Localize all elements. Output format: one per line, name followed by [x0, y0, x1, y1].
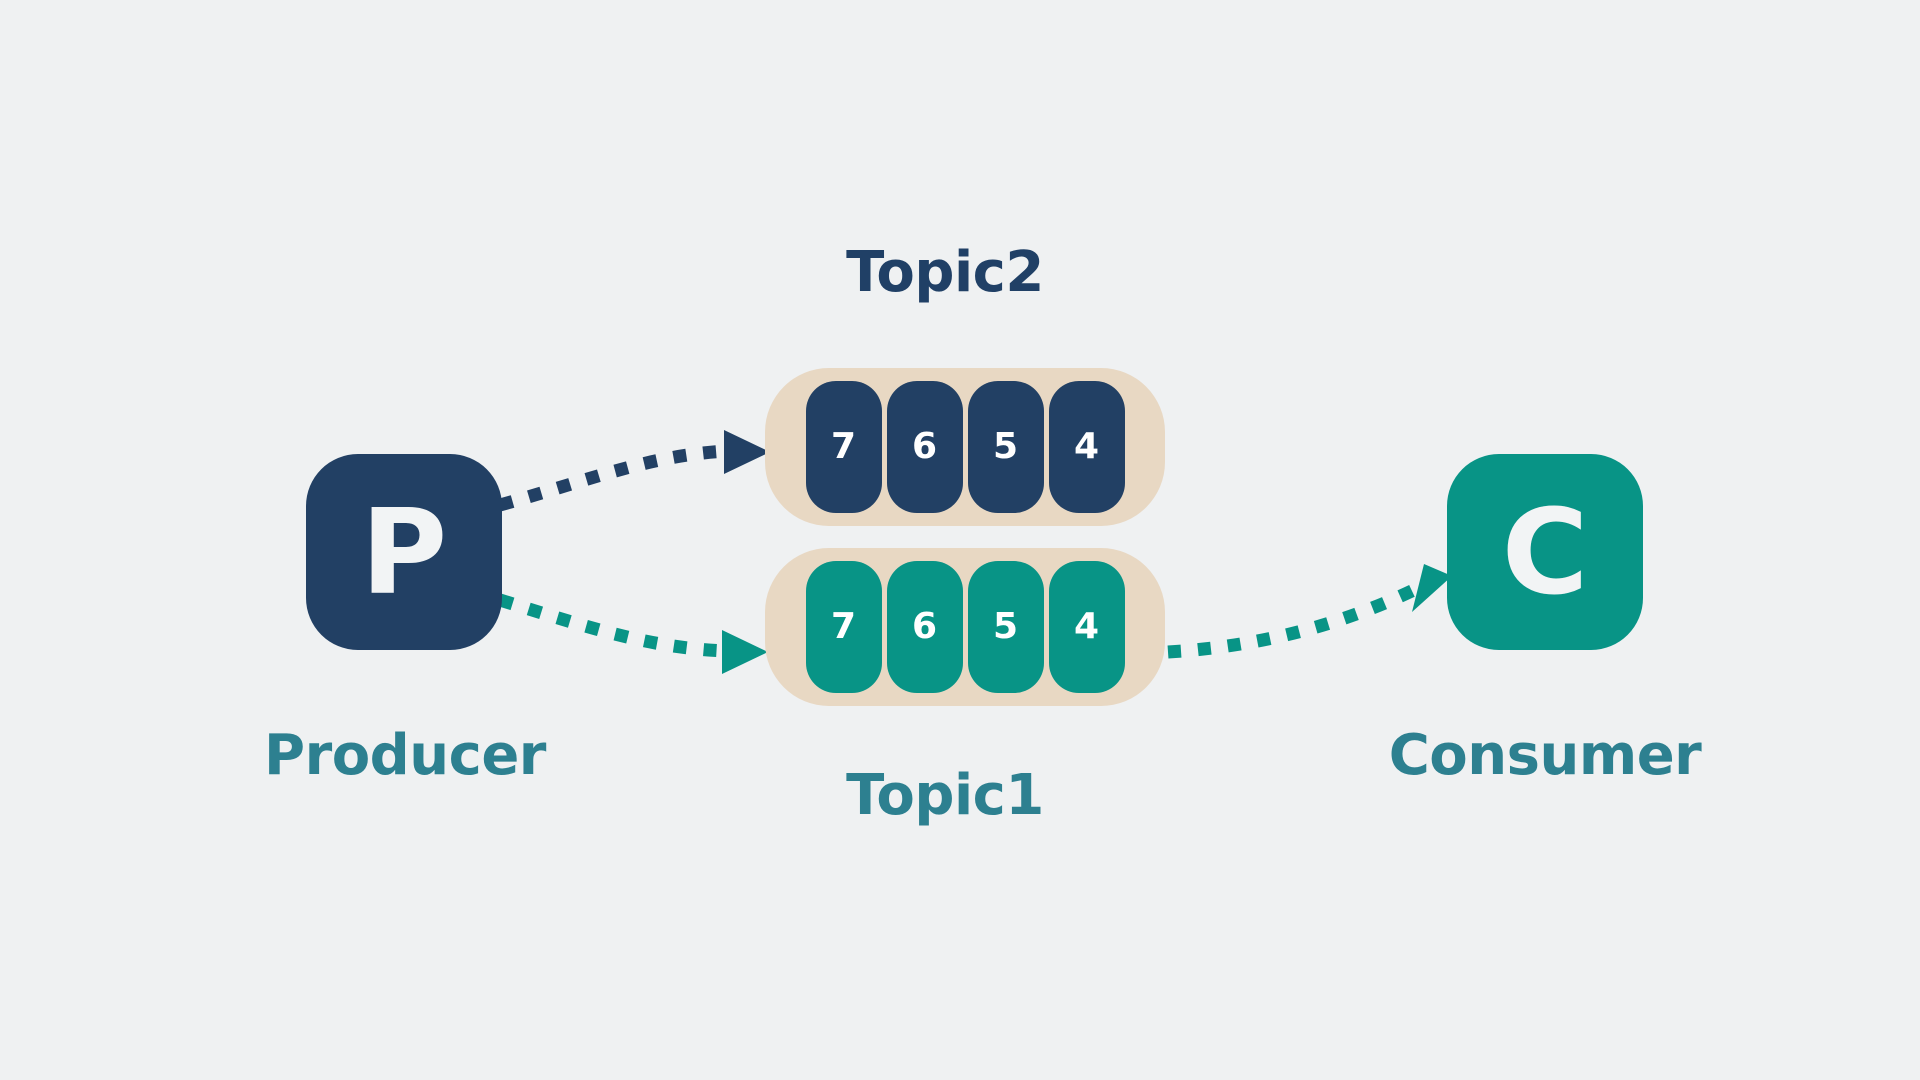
topic1-label: Topic1 [846, 763, 1044, 828]
partition-cell[interactable]: 5 [967, 381, 1044, 513]
partition-offset-label: 5 [992, 426, 1019, 467]
partition-cell[interactable]: 7 [805, 381, 882, 513]
partition-cell[interactable]: 6 [886, 381, 963, 513]
topic2-label: Topic2 [846, 240, 1044, 305]
producer-node[interactable]: P [306, 454, 502, 650]
consumer-letter: C [1501, 483, 1589, 621]
partition-offset-label: 6 [911, 426, 938, 467]
partition-cell[interactable]: 6 [886, 561, 963, 693]
partition-cell[interactable]: 7 [805, 561, 882, 693]
consumer-node[interactable]: C [1447, 454, 1643, 650]
partition-offset-label: 7 [830, 606, 857, 647]
partition-offset-label: 7 [830, 426, 857, 467]
partition-offset-label: 4 [1073, 426, 1100, 467]
producer-letter: P [360, 483, 448, 621]
partition-offset-label: 6 [911, 606, 938, 647]
partition-cell[interactable]: 5 [967, 561, 1044, 693]
partition-cell[interactable]: 4 [1048, 561, 1125, 693]
topic2-container[interactable]: 7 6 5 4 [765, 368, 1165, 526]
partition-offset-label: 5 [992, 606, 1019, 647]
partition-offset-label: 4 [1073, 606, 1100, 647]
topic1-container[interactable]: 7 6 5 4 [765, 548, 1165, 706]
consumer-caption: Consumer [1388, 723, 1702, 788]
connector-producer-to-topic2 [498, 430, 770, 512]
connector-producer-to-topic1 [498, 593, 768, 674]
connector-topic1-to-consumer [1167, 564, 1452, 659]
partition-cell[interactable]: 4 [1048, 381, 1125, 513]
producer-caption: Producer [264, 723, 546, 788]
